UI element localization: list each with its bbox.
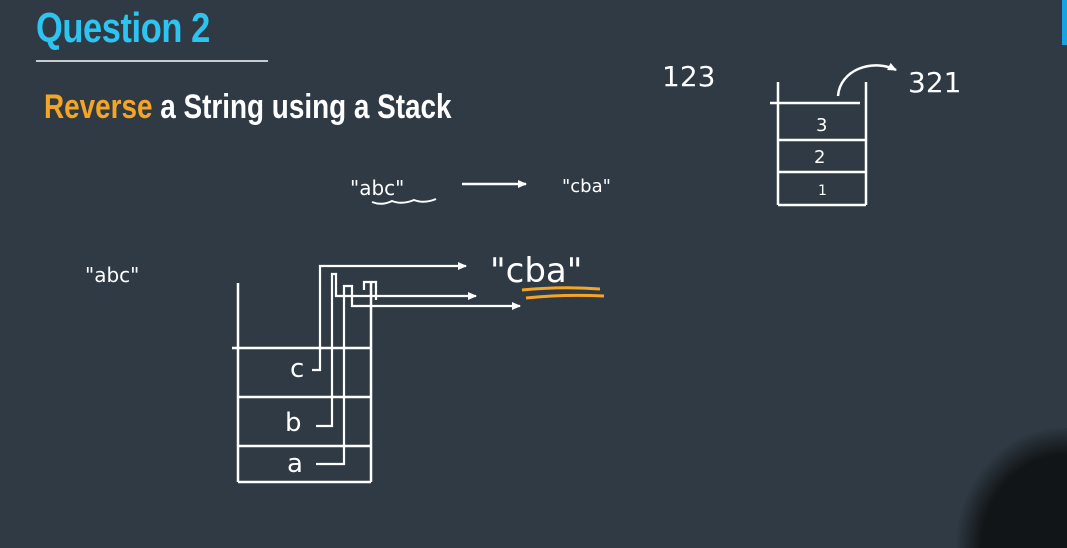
screen-edge-accent: [1062, 0, 1067, 45]
small-stack-item-3: 3: [816, 115, 827, 136]
example-input-scribble: [371, 198, 437, 205]
small-stack: [770, 82, 868, 207]
pop-arrow: [836, 62, 897, 97]
result-cba: "cba": [490, 251, 582, 291]
result-underline: [521, 286, 605, 300]
pop-arrows: [312, 262, 521, 466]
question-title: Question 2: [36, 4, 210, 51]
big-stack-item-c: c: [290, 354, 304, 384]
input-number-label: 123: [662, 60, 715, 93]
big-stack: [232, 283, 373, 484]
subtitle-highlight: Reverse: [44, 88, 153, 126]
subtitle-rest: a String using a Stack: [152, 88, 452, 126]
small-stack-item-1: 1: [818, 183, 827, 199]
title-underline: [36, 60, 268, 62]
left-abc-label: "abc": [85, 263, 139, 287]
question-subtitle: Reverse a String using a Stack: [44, 88, 452, 127]
presenter-silhouette: [957, 428, 1067, 548]
example-output: "cba": [562, 176, 611, 197]
output-number-label: 321: [908, 66, 961, 99]
big-stack-item-b: b: [285, 408, 302, 438]
small-stack-item-2: 2: [814, 147, 825, 168]
big-stack-item-a: a: [287, 449, 303, 479]
example-input: "abc": [350, 176, 404, 200]
